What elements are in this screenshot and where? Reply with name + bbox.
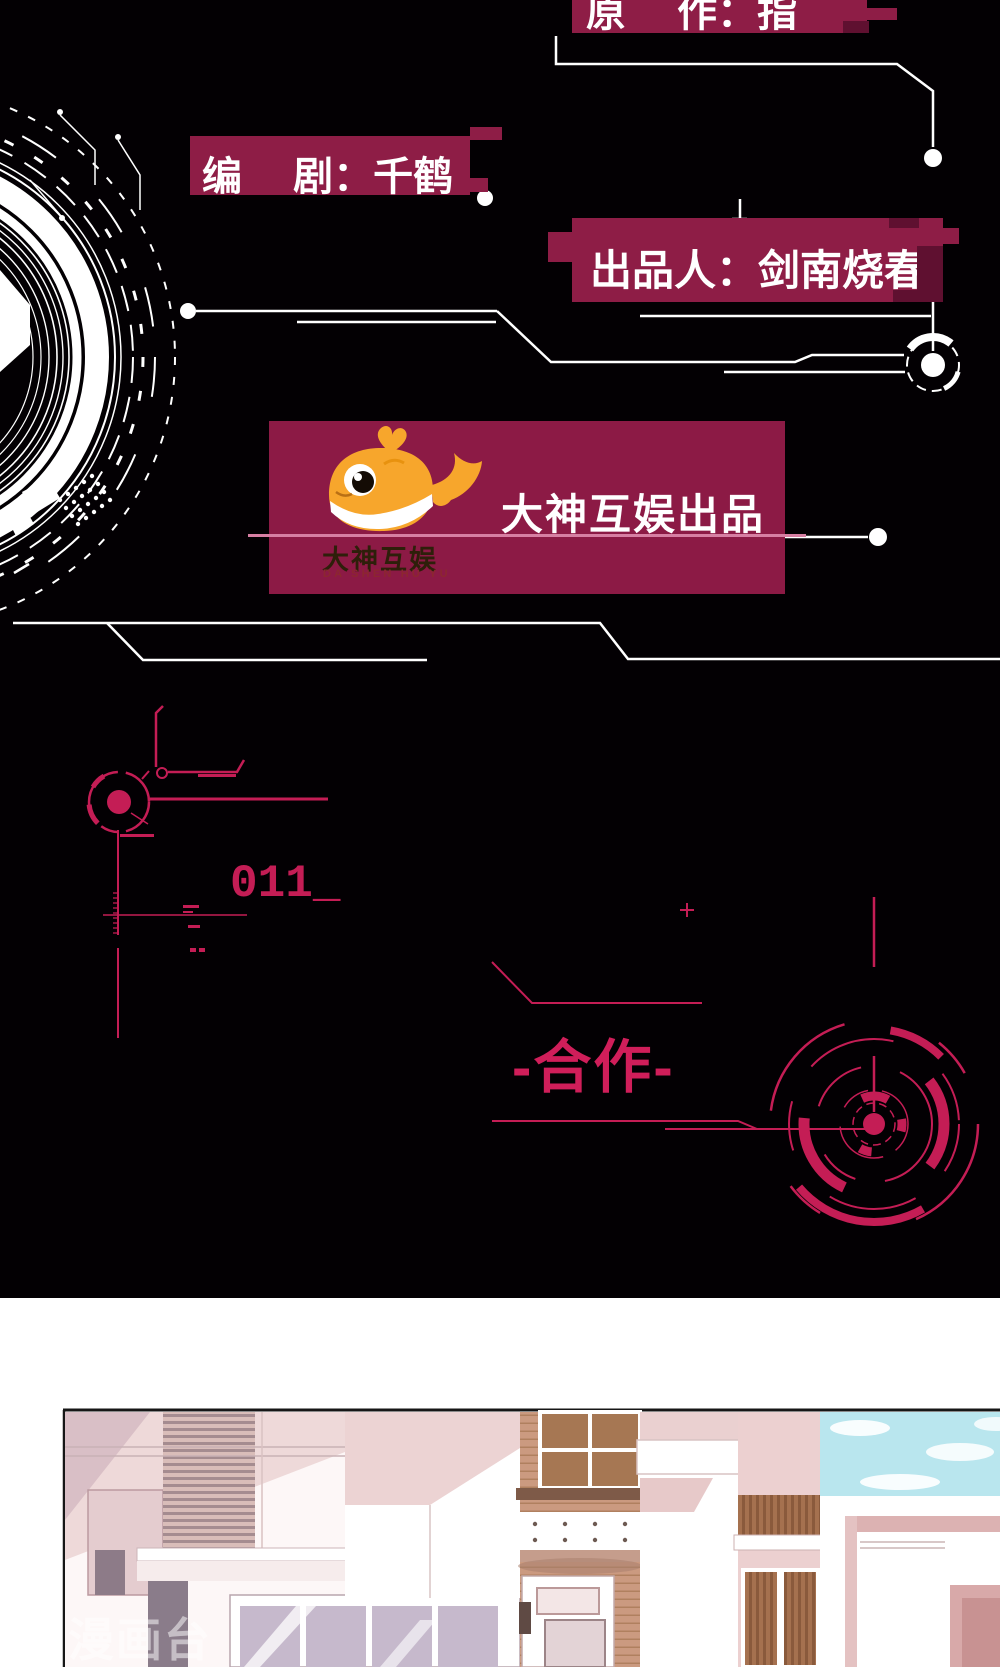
credit-box-screenwriter: 编 剧：千鹤 [190, 127, 502, 199]
credit-producer-label: 出品人：剑南烧春 [590, 247, 927, 294]
whale-logo-icon [329, 425, 482, 532]
watermark: 漫画台 [68, 1614, 212, 1666]
banner-accent-line [248, 534, 806, 537]
circuit-decoration [0, 16, 1000, 1230]
studio-banner: 大神互娱 DA SHEN HU YU 大神互娱出品 [248, 421, 806, 594]
hud-cooperation-label: -合作- [512, 1035, 675, 1100]
credit-screenwriter-label: 编 剧：千鹤 [202, 155, 454, 199]
pink-small-ring [86, 769, 152, 835]
banner-logo-cn: 大神互娱 [322, 545, 438, 575]
pink-big-ring [768, 1018, 980, 1230]
hud-code: 011_ [230, 858, 341, 910]
credit-box-original: 原 作：指 [572, 0, 897, 35]
credit-box-producer: 出品人：剑南烧春 [548, 218, 959, 302]
banner-title: 大神互娱出品 [501, 491, 766, 538]
buildings-illustration [62, 1408, 1000, 1667]
banner-logo-en: DA SHEN HU YU [323, 568, 451, 580]
credit-original-label: 原 作：指 [586, 0, 798, 35]
white-target-ring [900, 332, 965, 397]
